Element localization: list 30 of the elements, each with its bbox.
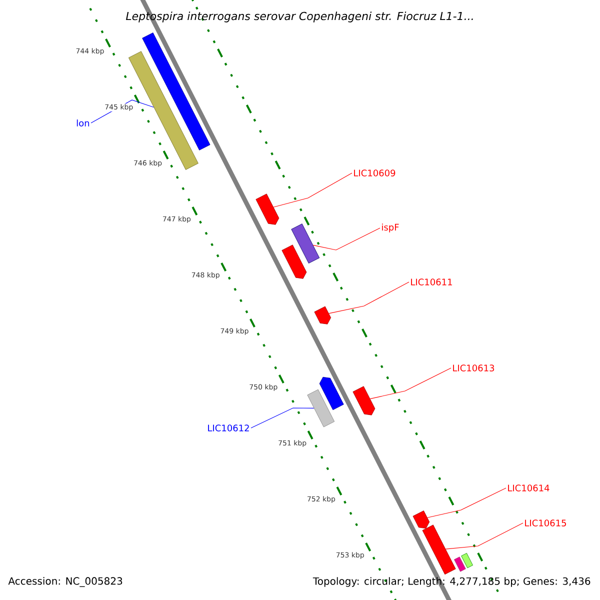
gene-label: LIC10613 — [453, 364, 494, 372]
gene-feature — [307, 389, 335, 428]
gene-feature — [282, 244, 307, 279]
gene-label: LIC10609 — [354, 170, 396, 176]
gene-label: LIC10615 — [525, 520, 566, 526]
gene-feature — [142, 32, 210, 150]
gene-feature — [352, 386, 376, 416]
leader-line — [250, 408, 314, 428]
leader-line — [328, 282, 410, 314]
leader-line — [370, 368, 452, 400]
gene-feature — [422, 524, 456, 575]
leader-line — [427, 488, 506, 518]
accession-text: Accession: NC_005823 — [8, 577, 122, 587]
gene-feature — [454, 556, 466, 572]
title: Leptospira interrogans serovar Copenhageni str. Fiocruz L1-1... — [126, 12, 473, 22]
gene-label: LIC10612 — [208, 424, 249, 432]
leader-line — [312, 228, 380, 250]
gene-label: LIC10614 — [508, 484, 550, 492]
gene-label: LIC10611 — [411, 278, 452, 286]
topology-text: Topology: circular; Length: 4,277,185 bp; Genes: 3,436 — [312, 577, 590, 587]
gene-feature — [461, 552, 473, 568]
gene-feature — [314, 306, 332, 324]
leader-line — [445, 522, 524, 550]
gene-feature — [319, 376, 344, 410]
gene-feature — [256, 194, 280, 225]
leader-line — [273, 172, 352, 208]
gene-label: lon — [76, 120, 90, 126]
gene-feature — [412, 510, 430, 529]
gene-feature — [291, 224, 320, 264]
gene-label: ispF — [382, 224, 399, 232]
